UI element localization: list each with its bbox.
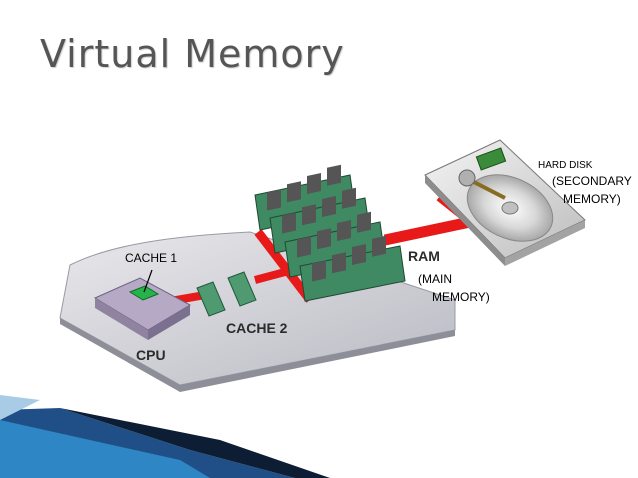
label-secondary: (SECONDARY <box>552 174 632 188</box>
cpu-chip <box>93 277 192 340</box>
label-hard-disk: HARD DISK <box>538 160 593 171</box>
cache1-block <box>128 285 160 301</box>
label-secondary-memory: MEMORY) <box>563 192 621 206</box>
label-main: (MAIN <box>418 272 452 286</box>
cache1-pointer <box>143 269 153 293</box>
footer-decoration <box>0 395 330 478</box>
label-cache1: CACHE 1 <box>125 251 178 265</box>
label-ram: RAM <box>408 248 440 264</box>
label-cache2: CACHE 2 <box>226 320 288 336</box>
label-cpu: CPU <box>136 347 166 363</box>
hard-disk <box>424 139 586 266</box>
slide-title: Virtual Memory <box>40 32 345 76</box>
cache2-chips <box>196 271 257 317</box>
hard-disk-board <box>475 147 507 171</box>
bus-ram-disk <box>383 216 472 246</box>
ram-modules <box>254 164 406 302</box>
label-main-memory: MEMORY) <box>432 290 490 304</box>
